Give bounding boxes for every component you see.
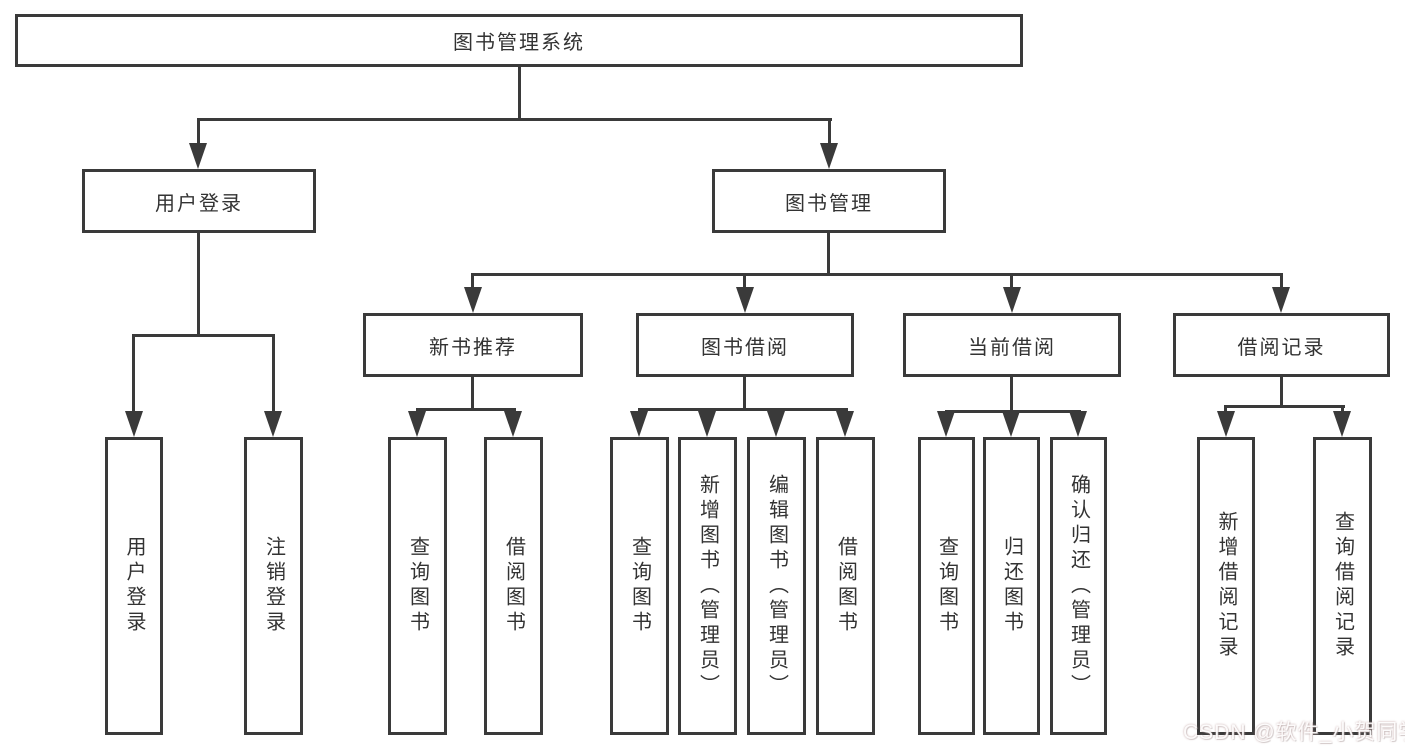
node-current-borrow-label: 当前借阅 [968,336,1056,359]
connector-level3-drop-3 [1010,273,1013,291]
leaf-recommend-query-books: 查询图书 [388,437,447,735]
connector-level3-drop-1 [471,273,474,291]
leaf-add-books-admin-label: 新增图书（管理员） [696,473,719,699]
leaf-edit-books-admin: 编辑图书（管理员） [747,437,806,735]
arrow-to-book-management [820,143,838,169]
leaf-confirm-return-admin-label: 确认归还（管理员） [1067,473,1090,699]
leaf-return-books: 归还图书 [983,437,1040,735]
leaf-confirm-return-admin: 确认归还（管理员） [1050,437,1107,735]
leaf-recommend-borrow-books-label: 借阅图书 [502,536,525,636]
connector-root-drop-left [197,118,200,148]
connector-records-trunk [1280,377,1283,408]
node-borrow-records-label: 借阅记录 [1237,336,1326,359]
leaf-query-borrow-record: 查询借阅记录 [1313,437,1372,735]
node-current-borrow: 当前借阅 [903,313,1121,377]
leaf-borrow-books-label: 借阅图书 [834,536,857,636]
connector-user-trunk [197,233,200,337]
connector-records-drop-1 [1224,405,1227,416]
node-borrow-records: 借阅记录 [1173,313,1390,377]
connector-root-drop-right [828,118,831,148]
node-root-system: 图书管理系统 [15,14,1023,67]
node-book-borrow: 图书借阅 [636,313,854,377]
node-book-borrow-label: 图书借阅 [701,336,789,359]
leaf-current-query-books-label: 查询图书 [935,536,958,636]
leaf-add-books-admin: 新增图书（管理员） [678,437,737,735]
arrow-to-leaf-borrow-query [630,411,648,437]
leaf-add-borrow-record-label: 新增借阅记录 [1215,511,1237,661]
node-new-book-recommend: 新书推荐 [363,313,583,377]
arrow-to-current-borrow [1003,287,1021,313]
connector-records-drop-2 [1341,405,1344,416]
arrow-to-leaf-logout [264,411,282,437]
connector-borrow-bar [638,408,848,411]
leaf-user-login: 用户登录 [105,437,163,735]
arrow-to-leaf-add-record [1217,411,1235,437]
leaf-recommend-borrow-books: 借阅图书 [484,437,543,735]
node-book-management-label: 图书管理 [785,192,873,215]
arrow-to-book-borrow [736,287,754,313]
csdn-watermark: CSDN @软件_小贺同学 [1183,721,1405,744]
arrow-to-user-login [189,143,207,169]
leaf-borrow-query-books: 查询图书 [610,437,669,735]
leaf-user-login-label: 用户登录 [123,536,145,636]
leaf-edit-books-admin-label: 编辑图书（管理员） [765,473,788,699]
leaf-return-books-label: 归还图书 [1000,536,1023,636]
node-book-management: 图书管理 [712,169,946,233]
leaf-add-borrow-record: 新增借阅记录 [1197,437,1255,735]
connector-level3-drop-2 [743,273,746,291]
connector-user-bar [132,334,275,337]
arrow-to-leaf-recommend-query [408,411,426,437]
connector-level3-bar [471,273,1283,276]
arrow-to-leaf-return-books [1002,411,1020,437]
connector-current-trunk [1010,377,1013,413]
arrow-to-leaf-query-record [1333,411,1351,437]
leaf-borrow-query-books-label: 查询图书 [628,536,651,636]
connector-root-bar [197,118,832,121]
connector-root-trunk [518,67,521,118]
node-user-login: 用户登录 [82,169,316,233]
leaf-recommend-query-books-label: 查询图书 [406,536,429,636]
connector-borrow-trunk [743,377,746,411]
connector-user-drop-2 [272,334,275,414]
node-root-label: 图书管理系统 [453,32,585,54]
node-new-book-recommend-label: 新书推荐 [429,336,517,359]
arrow-to-leaf-recommend-borrow [504,411,522,437]
leaf-query-borrow-record-label: 查询借阅记录 [1331,511,1354,661]
node-user-login-label: 用户登录 [155,192,243,215]
leaf-logout-label: 注销登录 [262,536,285,636]
arrow-to-leaf-current-query [937,411,955,437]
arrow-to-leaf-confirm-return [1069,411,1087,437]
leaf-current-query-books: 查询图书 [918,437,975,735]
arrow-to-borrow-records [1272,287,1290,313]
arrow-to-new-book-recommend [464,287,482,313]
arrow-to-leaf-add-books [698,411,716,437]
connector-recommend-trunk [471,377,474,411]
leaf-logout: 注销登录 [244,437,303,735]
connector-bookmgmt-trunk [827,233,830,276]
connector-recommend-bar [416,408,516,411]
connector-records-bar [1224,405,1345,408]
leaf-borrow-books: 借阅图书 [816,437,875,735]
connector-user-drop-1 [132,334,135,414]
arrow-to-leaf-edit-books [767,411,785,437]
arrow-to-leaf-borrow-books [836,411,854,437]
connector-level3-drop-4 [1280,273,1283,291]
arrow-to-leaf-user-login [125,411,143,437]
